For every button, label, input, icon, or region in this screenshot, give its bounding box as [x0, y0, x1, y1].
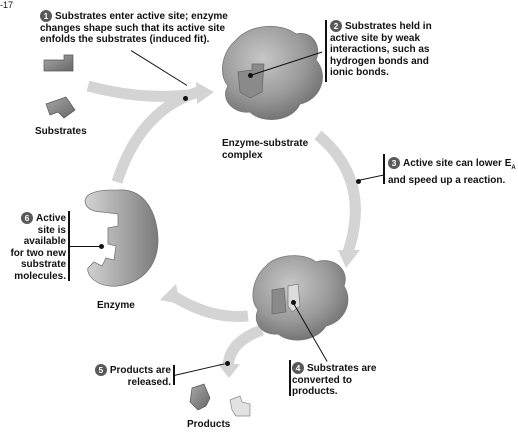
substrates-label: Substrates [35, 126, 87, 137]
step5-line1: Products are [109, 365, 171, 376]
step1-line2: changes shape such that its active site [40, 22, 226, 34]
leader-dot-step1 [183, 96, 188, 101]
substrate-wedge [45, 96, 76, 119]
step1-number-badge: 1 [40, 10, 52, 22]
substrate-molecules [43, 54, 76, 119]
complex-label: Enzyme-substrate complex [222, 138, 308, 161]
arrow-top-left [111, 86, 200, 184]
step1-line3: enfolds the substrates (induced fit). [40, 34, 210, 45]
enzyme-shape [84, 189, 159, 287]
arrowhead-products [218, 364, 240, 378]
products-label: Products [187, 419, 231, 430]
leader-dot-step3 [356, 179, 361, 184]
bracket-step2 [325, 20, 327, 82]
enzyme-product-complex [252, 255, 349, 341]
bracket-step4 [289, 360, 291, 396]
step2-line5: ionic bonds. [330, 67, 389, 78]
bracket-step6 [68, 211, 70, 281]
step3-line1: Active site can lower E [403, 158, 512, 169]
leader-dot-step2 [248, 73, 253, 78]
step1-line1: Substrates enter active site; enzyme [55, 11, 228, 22]
enzyme-substrate-complex [222, 25, 323, 120]
arrow-products [222, 324, 264, 369]
substrate-blocky [43, 54, 74, 72]
step4-number-badge: 4 [292, 362, 304, 374]
corner-label: -17 [0, 0, 14, 10]
step6-number-badge: 6 [20, 212, 33, 224]
step6-line6: molecules. [14, 270, 66, 282]
step4-line1: Substrates are [307, 363, 377, 374]
step6-line4: for two new [10, 247, 66, 259]
step2-line3: interactions, such as [330, 44, 430, 55]
step3-subscript: A [511, 165, 516, 171]
complex-label-line1: Enzyme-substrate [222, 138, 309, 149]
step2-line1: Substrates held in [345, 21, 432, 32]
complex-label-line2: complex [222, 149, 263, 161]
step2-number-badge: 2 [330, 20, 342, 32]
step3-line2: and speed up a reaction. [388, 174, 506, 186]
step6-line1: Active [35, 213, 66, 224]
arrowhead-right [338, 250, 360, 268]
product-molecules [189, 383, 251, 417]
arrow-right [314, 130, 361, 254]
step2-line2: active site by weak [330, 32, 421, 44]
step5-number-badge: 5 [94, 364, 107, 376]
bracket-step3 [383, 154, 385, 184]
step2-line4: hydrogen bonds and [330, 55, 429, 67]
step3-number-badge: 3 [388, 157, 400, 169]
arrowhead-left [160, 284, 180, 304]
product-light [229, 395, 251, 417]
enzyme-label: Enzyme [97, 300, 135, 311]
step4-line3: products. [292, 386, 338, 397]
leader-dot-step6 [99, 244, 104, 249]
step6-line2: site is [37, 224, 66, 236]
cycle-arrowheads [160, 82, 360, 378]
step4-line2: converted to [292, 374, 353, 386]
leader-dot-step5 [225, 361, 230, 366]
arrow-bottom [167, 289, 249, 322]
product-dark [189, 383, 211, 411]
step6-line3: available [23, 236, 66, 247]
arrowhead-top [196, 82, 214, 104]
arrow-substrates-entry [86, 80, 189, 102]
step6-line5: substrate [20, 259, 66, 270]
bracket-step5 [173, 365, 175, 385]
step5-line2: released. [127, 376, 171, 388]
leader-dot-step4 [291, 300, 296, 305]
leader-step6 [69, 246, 101, 248]
